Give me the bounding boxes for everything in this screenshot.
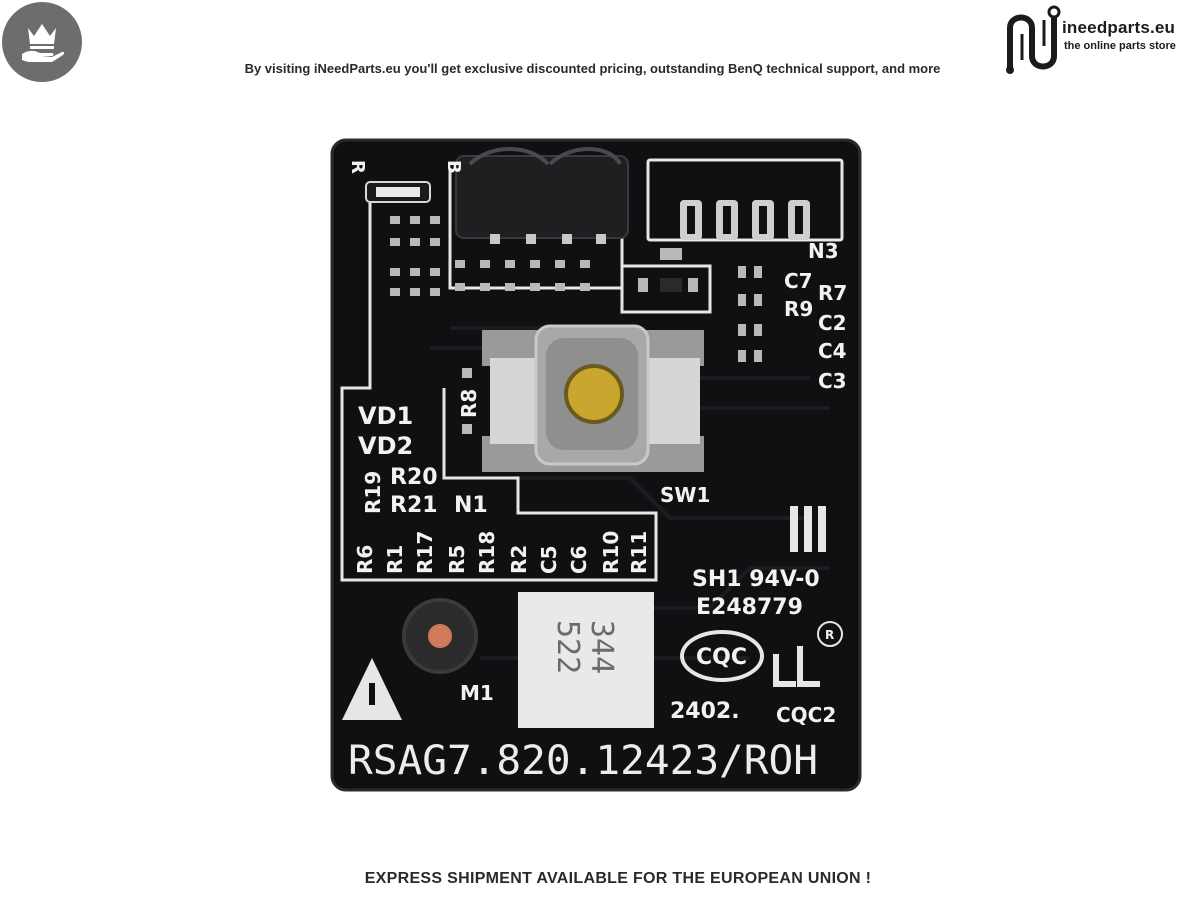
label-c7: C7 (784, 269, 813, 293)
label-c5: C5 (537, 545, 561, 574)
label-r5: R5 (445, 545, 469, 574)
label-r9: R9 (784, 297, 813, 321)
shipping-banner: EXPRESS SHIPMENT AVAILABLE FOR THE EUROP… (364, 870, 872, 887)
label-registered: R (825, 628, 834, 642)
label-cqc2: CQC2 (776, 703, 836, 727)
sticker-line2: 522 (550, 620, 585, 674)
label-cqc: CQC (696, 645, 747, 670)
label-r11: R11 (627, 531, 651, 574)
label-c2: C2 (818, 311, 847, 335)
header-tagline: By visiting iNeedParts.eu you'll get exc… (244, 61, 941, 76)
label-r10: R10 (599, 531, 623, 574)
product-photo-pcb: R B N3 C7 R7 R9 C2 C4 C3 VD1 VD2 R19 R20… (330, 138, 862, 792)
label-r1: R1 (383, 545, 407, 574)
crown-hand-icon (22, 24, 65, 62)
label-c3: C3 (818, 369, 847, 393)
label-b: B (443, 160, 464, 174)
label-r18: R18 (475, 531, 499, 574)
label-vd2: VD2 (358, 432, 413, 460)
label-r2: R2 (507, 545, 531, 574)
label-r19: R19 (361, 471, 385, 514)
label-m1: M1 (460, 681, 494, 705)
bottom-resistor-labels: R6 R1 R17 R5 R18 R2 C5 C6 R10 R11 (353, 531, 651, 574)
ineedparts-logo-icon[interactable] (1002, 4, 1198, 76)
part-number: RSAG7.820.12423/ROH (348, 738, 818, 784)
label-sw1: SW1 (660, 483, 710, 507)
label-rating: SH1 94V-0 (692, 567, 820, 592)
label-r17: R17 (413, 531, 437, 574)
label-r6: R6 (353, 545, 377, 574)
label-n3: N3 (808, 239, 839, 263)
label-r20: R20 (390, 465, 438, 490)
label-c6: C6 (567, 545, 591, 574)
brand-name[interactable]: ineedparts.eu (1062, 18, 1176, 37)
label-r7: R7 (818, 281, 847, 305)
label-date-code: 2402. (670, 699, 740, 724)
sticker-line1: 344 (584, 620, 619, 674)
label-vd1: VD1 (358, 402, 413, 430)
label-c4: C4 (818, 339, 847, 363)
brand-tagline: the online parts store (1064, 40, 1176, 52)
label-cert: E248779 (696, 595, 803, 620)
label-r: R (347, 160, 368, 174)
label-r8: R8 (457, 389, 481, 418)
label-r21: R21 (390, 493, 438, 518)
label-n1: N1 (454, 493, 488, 518)
crown-badge (2, 2, 82, 82)
